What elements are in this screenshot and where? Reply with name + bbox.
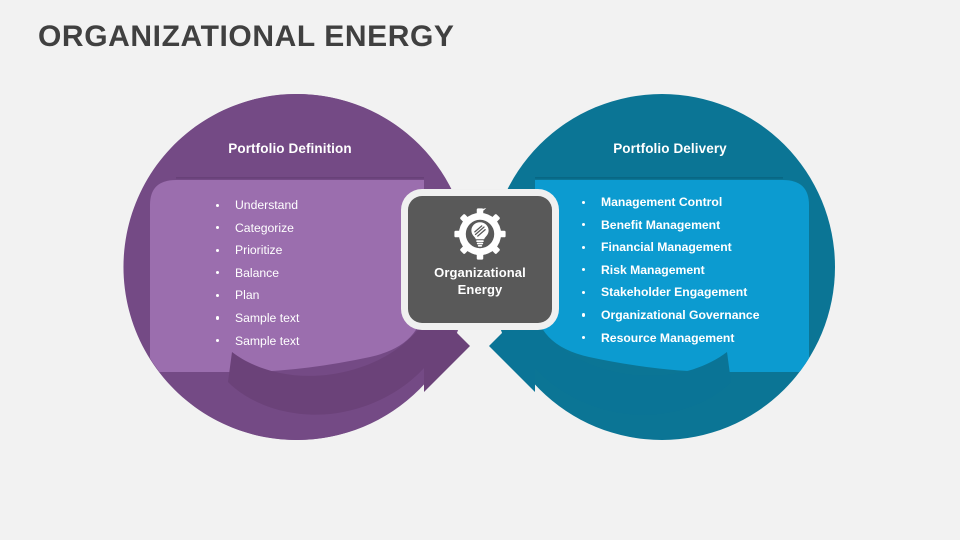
center-hub-label-line2: Energy (457, 282, 503, 297)
list-item[interactable]: Balance (214, 262, 434, 285)
bullet-dot-icon (582, 200, 586, 204)
bullet-dot-icon (216, 271, 220, 275)
bullet-dot-icon (216, 339, 220, 343)
left-arrow (228, 300, 470, 415)
list-item-label: Categorize (235, 220, 294, 235)
bullet-dot-icon (216, 203, 220, 207)
bullet-dot-icon (582, 336, 586, 340)
bullet-dot-icon (216, 293, 220, 298)
right-wing-graphic (489, 94, 835, 440)
right-inner-panel (535, 180, 809, 372)
bullet-dot-icon (216, 226, 220, 230)
list-item-label: Plan (235, 288, 260, 303)
bullet-dot-icon (582, 290, 586, 295)
center-hub-label: Organizational Energy (434, 264, 526, 298)
list-item[interactable]: Financial Management (580, 236, 840, 259)
right-header-divider (535, 177, 783, 179)
list-item-label: Benefit Management (601, 217, 721, 232)
list-item-label: Sample text (235, 310, 300, 325)
list-item-label: Sample text (235, 333, 300, 348)
list-item-label: Prioritize (235, 243, 283, 258)
list-item[interactable]: Understand (214, 194, 434, 217)
list-item-label: Organizational Governance (601, 307, 760, 322)
list-item[interactable]: Prioritize (214, 239, 434, 262)
left-header-divider (176, 177, 424, 179)
bullet-dot-icon (582, 245, 586, 249)
list-item[interactable]: Management Control (580, 191, 840, 214)
page-title: ORGANIZATIONAL ENERGY (38, 20, 455, 53)
center-hub-card[interactable]: Organizational Energy (408, 196, 552, 323)
right-wing-list: Management Control Benefit Management Fi… (580, 191, 840, 349)
bullet-dot-icon (582, 268, 586, 272)
bullet-dot-icon (216, 248, 220, 252)
list-item[interactable]: Organizational Governance (580, 304, 840, 327)
list-item-label: Balance (235, 265, 280, 280)
list-item[interactable]: Plan (214, 284, 434, 307)
list-item[interactable]: Sample text (214, 307, 434, 330)
bullet-dot-icon (582, 223, 586, 227)
list-item[interactable]: Sample text (214, 330, 434, 353)
bullet-dot-icon (582, 313, 586, 317)
list-item[interactable]: Resource Management (580, 327, 840, 350)
left-wing-title: Portfolio Definition (228, 141, 352, 156)
list-item-label: Understand (235, 198, 299, 212)
list-item[interactable]: Stakeholder Engagement (580, 281, 840, 304)
list-item[interactable]: Risk Management (580, 259, 840, 282)
right-arrow (489, 300, 731, 415)
list-item-label: Management Control (601, 195, 723, 209)
left-wing-list: Understand Categorize Prioritize Balance… (214, 194, 434, 352)
center-hub-label-line1: Organizational (434, 265, 526, 280)
right-wing-title: Portfolio Delivery (613, 141, 727, 156)
bullet-dot-icon (216, 316, 220, 320)
list-item-label: Resource Management (601, 330, 735, 345)
gear-lightbulb-icon (454, 208, 506, 260)
list-item-label: Risk Management (601, 262, 705, 277)
list-item-label: Financial Management (601, 240, 732, 255)
list-item-label: Stakeholder Engagement (601, 285, 748, 300)
list-item[interactable]: Categorize (214, 217, 434, 240)
list-item[interactable]: Benefit Management (580, 214, 840, 237)
